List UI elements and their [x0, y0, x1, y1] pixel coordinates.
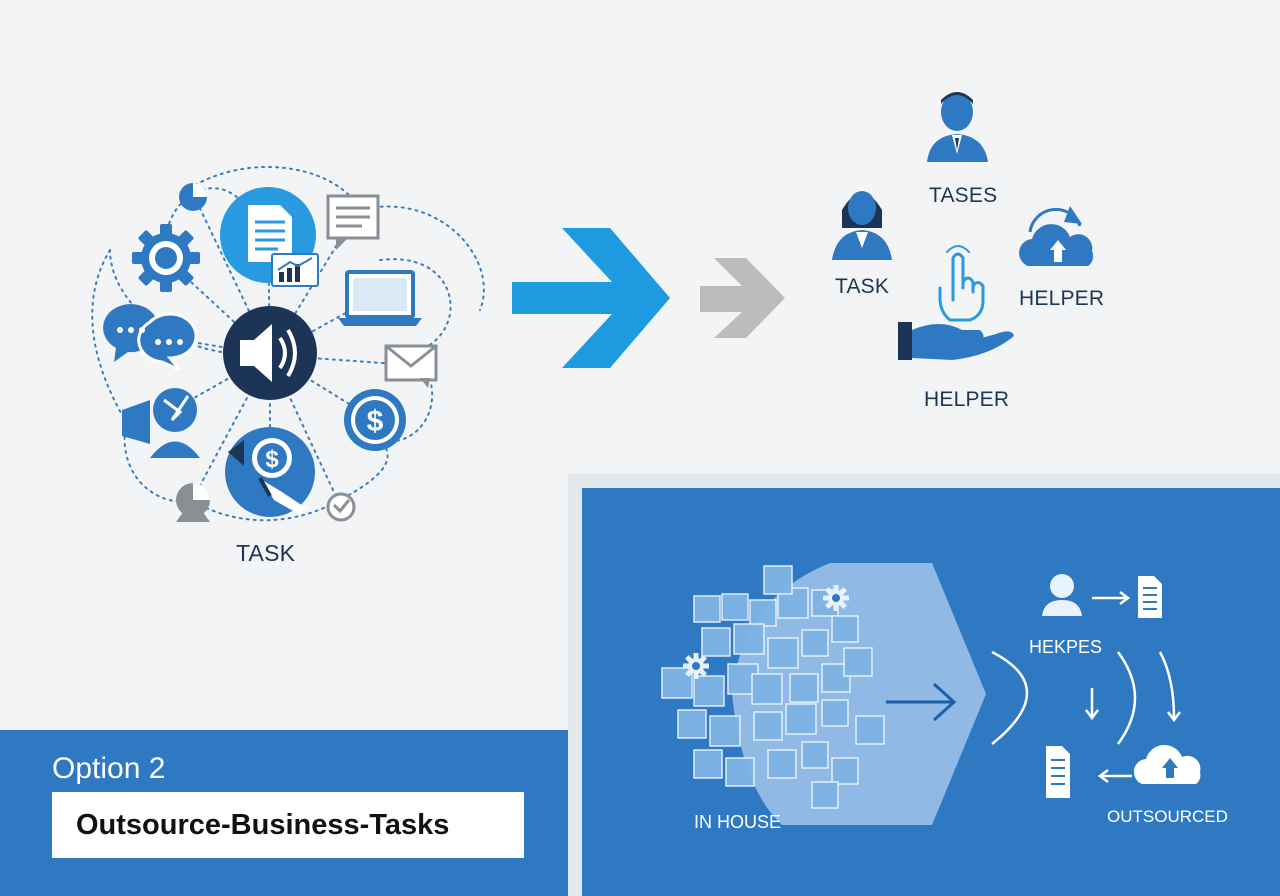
panel-gear-icon-small [683, 653, 709, 679]
big-blue-arrow [512, 228, 670, 368]
megaphone-person-icon [122, 388, 200, 458]
flow-curves [991, 591, 1181, 783]
panel-gear-icon [823, 585, 849, 611]
laptop-icon [338, 270, 422, 326]
panel-person-icon [1042, 574, 1082, 616]
document-icon [220, 187, 316, 283]
email-icon [384, 344, 438, 388]
panel-document-icon [1138, 576, 1162, 618]
pointing-hand-icon [938, 245, 985, 322]
message-board-icon [326, 194, 380, 250]
outsourced-label: OUTSOURCED [1107, 807, 1228, 826]
panel-graphics [661, 563, 1201, 825]
grey-pie-chart-icon [176, 483, 210, 522]
check-circle-icon [326, 492, 356, 522]
outsourcing-panel [582, 488, 1280, 896]
task-cluster-label: TASK [236, 540, 296, 566]
cubes-cluster [661, 565, 885, 809]
helper-label-bottom: HELPER [924, 388, 1010, 411]
businesswoman-icon [832, 191, 892, 260]
panel-arrow [886, 682, 957, 722]
speaker-icon [223, 306, 317, 400]
cloud-sync-icon [1019, 206, 1094, 266]
analytics-chart-icon [271, 253, 319, 287]
in-house-label: IN HOUSE [694, 812, 782, 832]
grey-arrow [700, 258, 785, 338]
chat-bubbles-icon [103, 304, 198, 372]
panel-cloud-upload-icon [1133, 744, 1201, 784]
task-label: TASK [835, 275, 890, 298]
svg-text:$: $ [367, 405, 384, 438]
gear-icon [132, 224, 200, 292]
panel-document-icon-bottom [1046, 746, 1070, 798]
helpers-label: HEKPES [1029, 637, 1103, 657]
page-title: Outsource-Business-Tasks [76, 808, 450, 841]
tases-label: TASES [929, 184, 998, 207]
pie-chart-icon [179, 183, 207, 211]
finance-gear-icon: $ [225, 427, 315, 517]
svg-text:$: $ [265, 446, 279, 473]
open-hand-icon [898, 322, 1014, 360]
dollar-coin-icon: $ [344, 389, 406, 451]
businessman-icon [927, 92, 988, 162]
option-label: Option 2 [52, 752, 166, 785]
helper-label-right: HELPER [1019, 287, 1105, 310]
title-box: Outsource-Business-Tasks [52, 792, 524, 858]
